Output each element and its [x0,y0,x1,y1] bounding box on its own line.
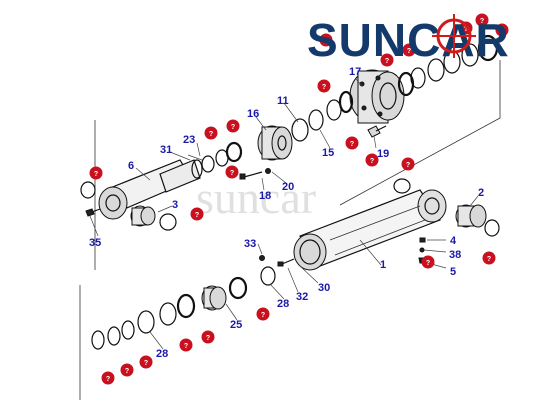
seal-stack-lower [91,266,276,350]
cylinder-head-17 [349,69,405,124]
o-ring-tube-top [393,178,411,194]
ball-33 [259,255,265,261]
svg-text:?: ? [350,141,354,148]
bushing-3 [130,205,177,231]
svg-text:?: ? [324,38,328,45]
brand-logo: SUNCAR [307,14,510,66]
piston-16 [257,125,293,161]
assembly-guide-lines [79,60,501,400]
badge: ? [319,33,333,47]
badge: ? [120,363,134,377]
callout-labels: 1 2 3 4 5 6 11 15 16 17 18 19 20 23 25 2… [89,66,484,360]
callout-11: 11 [277,95,289,107]
bushing-2 [455,204,487,228]
svg-text:?: ? [385,58,389,65]
svg-text:?: ? [426,260,430,267]
set-screw-32 [277,258,295,267]
callout-30: 30 [318,282,330,294]
badge: ? [204,126,218,140]
svg-text:?: ? [125,368,129,375]
callout-1: 1 [380,259,386,271]
svg-text:?: ? [487,256,491,263]
callout-19: 19 [377,148,389,160]
callout-4: 4 [450,235,457,247]
callout-28a: 28 [277,298,289,310]
callout-15: 15 [322,147,334,159]
badge: ? [475,13,489,27]
callout-5: 5 [450,266,456,278]
badge: ? [179,338,193,352]
callout-35: 35 [89,237,101,249]
svg-text:?: ? [322,84,326,91]
badge: ? [225,165,239,179]
badge: ? [345,136,359,150]
callout-17: 17 [349,66,361,78]
grease-fitting-35 [85,208,101,217]
badge: ? [190,207,204,221]
svg-text:?: ? [94,171,98,178]
callout-20: 20 [282,181,294,193]
badge: ? [226,119,240,133]
svg-text:?: ? [231,124,235,131]
svg-text:?: ? [464,26,468,33]
callout-31: 31 [160,144,172,156]
badge: ? [139,355,153,369]
callout-16: 16 [247,108,259,120]
callout-23: 23 [183,134,195,146]
badge: ? [101,371,115,385]
bolt-19 [367,125,387,138]
callout-6: 6 [128,160,134,172]
badge: ? [495,23,509,37]
o-ring-tube-end [484,219,500,237]
piston-rod-6 [98,154,203,220]
badge: ? [402,43,416,57]
screw-18 [239,168,271,180]
svg-text:?: ? [184,343,188,350]
o-ring-rod-end [80,181,96,199]
svg-text:?: ? [106,376,110,383]
badge: ? [421,255,435,269]
badge: ? [89,166,103,180]
callout-25: 25 [230,319,242,331]
badge: ? [401,157,415,171]
callout-18: 18 [259,190,271,202]
red-badges: ? ? ? ? ? ? ? ? ? ? ? ? ? ? ? ? ? ? ? ? … [89,13,509,385]
svg-text:?: ? [144,360,148,367]
badge: ? [256,307,270,321]
callout-3: 3 [172,199,178,211]
badge: ? [380,53,394,67]
logo-text: SUNCAR [307,14,510,66]
svg-text:?: ? [500,28,504,35]
svg-text:?: ? [195,212,199,219]
svg-text:?: ? [480,18,484,25]
callout-38: 38 [449,249,461,261]
seal-stack-upper [291,34,499,142]
svg-text:?: ? [230,170,234,177]
svg-text:?: ? [407,48,411,55]
svg-text:?: ? [261,312,265,319]
callout-32: 32 [296,291,308,303]
badge: ? [482,251,496,265]
callout-33: 33 [244,238,256,250]
svg-text:?: ? [209,131,213,138]
svg-text:?: ? [370,158,374,165]
badge: ? [317,79,331,93]
cylinder-tube-1 [293,189,447,271]
svg-text:?: ? [206,335,210,342]
callout-2: 2 [478,187,484,199]
seal-rings-piston [201,141,243,173]
svg-text:?: ? [406,162,410,169]
crosshair-icon [432,14,476,58]
callout-28b: 28 [156,348,168,360]
badge: ? [201,330,215,344]
badge: ? [365,153,379,167]
watermark: suncar [196,172,316,223]
